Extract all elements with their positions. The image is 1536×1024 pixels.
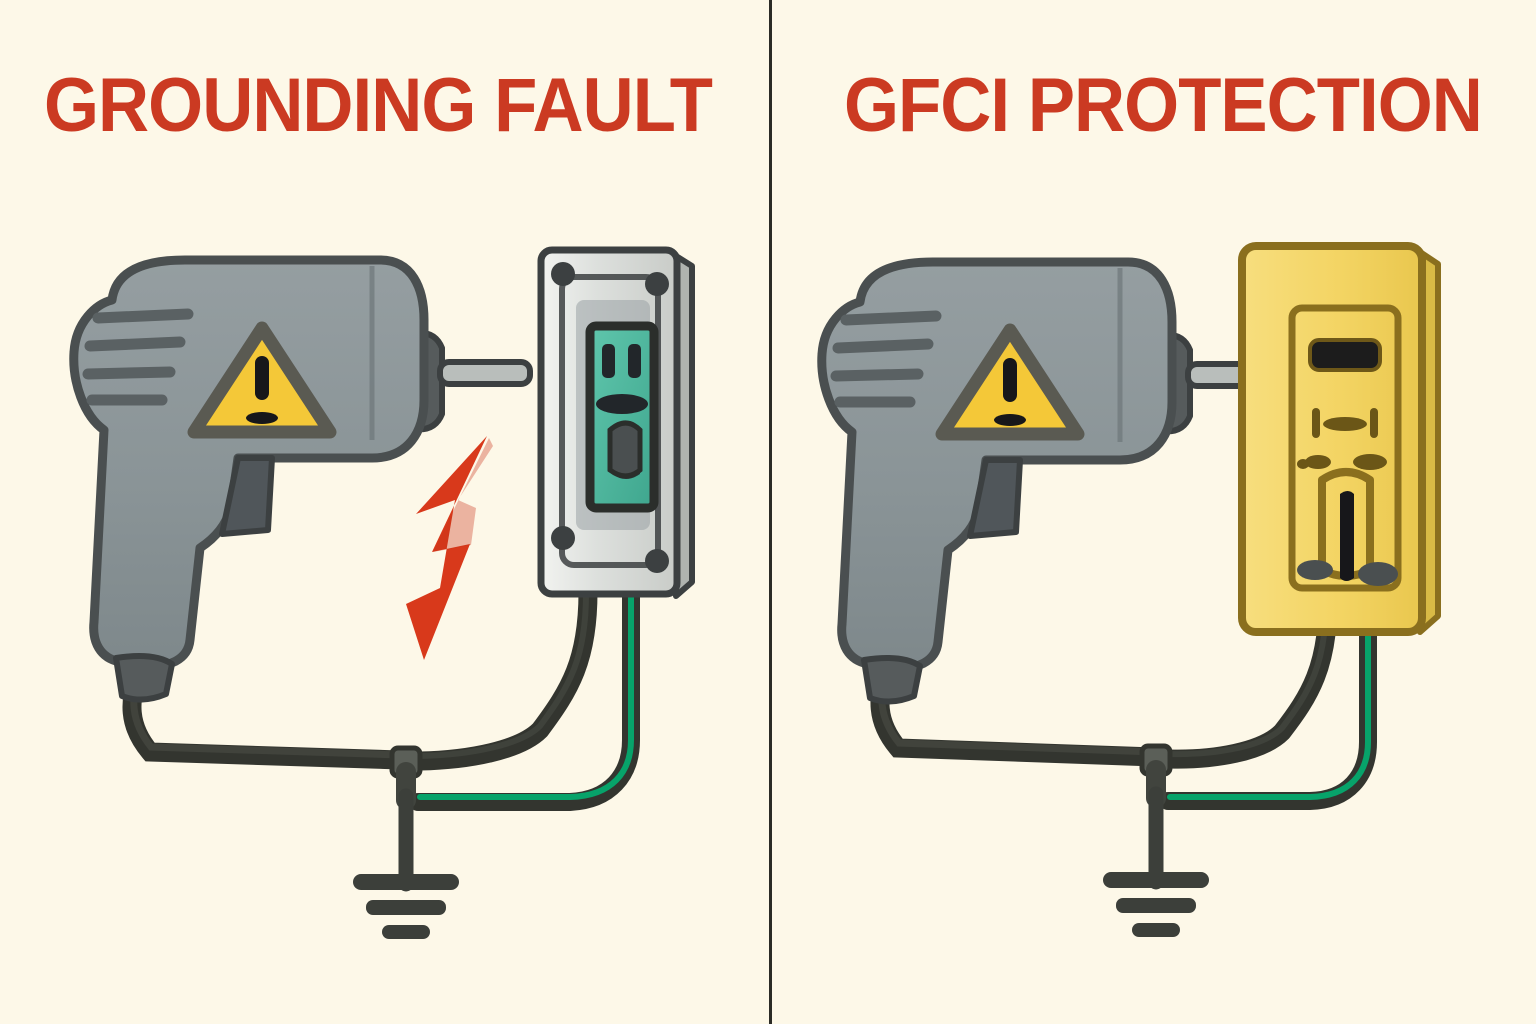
drill-vents [82, 308, 194, 406]
gfci-outlet[interactable] [1238, 242, 1441, 636]
power-drill [817, 257, 1271, 705]
drill-vents [830, 310, 942, 408]
lightning-bolt-icon [406, 436, 493, 660]
gfci-reset-button [1308, 338, 1382, 372]
cord-strain-relief [113, 653, 175, 703]
panel-grounding-fault: GROUNDING FAULT [0, 0, 766, 1024]
ground-slot [1340, 491, 1354, 581]
panel-title-right: GFCI PROTECTION [844, 63, 1483, 148]
drill-trigger [967, 457, 1023, 539]
ground-wire [1159, 591, 1377, 810]
outlet-hot-cable [1160, 590, 1338, 769]
drill-bit [437, 359, 533, 387]
plug-head [607, 420, 643, 479]
cord-strain-relief [861, 655, 923, 705]
earth-ground-symbol [1103, 786, 1209, 937]
power-drill [69, 255, 533, 703]
tool-power-cable [122, 662, 410, 770]
panel-title-left: GROUNDING FAULT [44, 63, 713, 148]
outlet-hot-cable [410, 582, 598, 771]
slot-hot [1358, 562, 1398, 586]
outlet-metal-cover[interactable] [537, 246, 695, 599]
panel-gfci-protection: GFCI PROTECTION [770, 0, 1536, 1024]
tool-power-cable [870, 658, 1166, 767]
gfci-device-frame [1288, 304, 1402, 592]
panel-divider [769, 0, 772, 1024]
receptacle-face [585, 321, 659, 513]
cover-screws [551, 262, 669, 573]
cable-junction [1139, 743, 1173, 808]
slot-neutral [1297, 560, 1333, 580]
earth-ground-symbol [353, 788, 459, 939]
ground-wire [409, 583, 640, 811]
drill-trigger [219, 455, 275, 537]
electrical-hazard-icon [935, 323, 1085, 441]
illustration-gfci-protection [770, 0, 1536, 1024]
gfci-status-marks [1297, 408, 1387, 470]
illustration-grounding-fault [0, 0, 766, 1024]
electrical-hazard-icon [187, 321, 337, 439]
